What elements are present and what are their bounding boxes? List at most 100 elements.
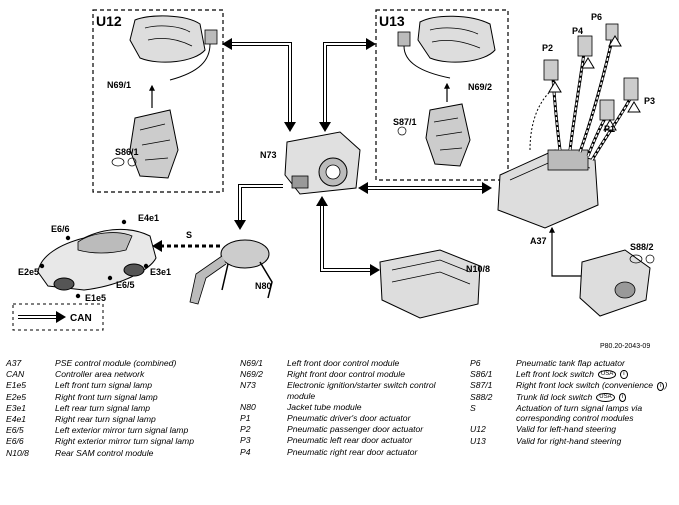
legend-description: Electronic ignition/starter switch contr… — [287, 380, 436, 401]
legend-description: Right front turn signal lamp — [55, 391, 158, 402]
n69-1-label: N69/1 — [107, 80, 131, 90]
legend-description: Right rear turn signal lamp — [55, 414, 156, 425]
n10-8-label: N10/8 — [466, 264, 490, 274]
legend-symbol-icon: USA — [596, 392, 615, 402]
legend-entry: E3e1 Left rear turn signal lamp — [6, 403, 221, 413]
legend-code: N69/2 — [240, 369, 263, 380]
pneumatic-lines — [529, 39, 634, 161]
legend-entry: N73 Electronic ignition/starter switch co… — [240, 380, 465, 400]
legend-description: Controller area network — [55, 369, 145, 380]
legend-description: Rear SAM control module — [55, 447, 154, 458]
legend-description: PSE control module (combined) — [55, 358, 177, 368]
legend-symbol-icon: i — [618, 392, 626, 402]
arrow-heads — [222, 38, 492, 276]
s86-1-label: S86/1 — [115, 147, 139, 157]
legend-symbol-icon: USA — [597, 370, 617, 380]
e4e1-label: E4e1 — [138, 213, 159, 223]
legend-description: Pneumatic left rear door actuator — [287, 435, 413, 446]
legend-description: Pneumatic driver's door actuator — [287, 413, 411, 424]
p2-label: P2 — [542, 43, 553, 53]
legend-description: Valid for left-hand steering — [516, 424, 616, 435]
e1e5-label: E1e5 — [85, 293, 106, 303]
legend-entry: E1e5 Left front turn signal lamp — [6, 380, 221, 390]
s-label: S — [186, 230, 192, 240]
n80-label: N80 — [255, 281, 272, 291]
legend-code: A37 — [6, 358, 22, 368]
legend-code: N73 — [240, 380, 256, 391]
right-front-door-module-drawing — [397, 15, 496, 79]
legend-code: P2 — [240, 424, 251, 435]
legend-code: E4e1 — [6, 414, 27, 425]
trunk-lid-switch-drawing — [579, 249, 651, 317]
u12-group: U12 N69/1 S86/1 — [92, 9, 224, 193]
lamp-markers — [39, 219, 149, 299]
legend-description: Right exterior mirror turn signal lamp — [55, 436, 194, 447]
right-front-lock-switch-drawing — [425, 103, 471, 167]
legend-description: Actuation of turn signal lamps via corre… — [516, 402, 643, 424]
legend-description: Pneumatic tank flap actuator — [516, 358, 625, 368]
s88-2-label: S88/2 — [630, 242, 654, 252]
u13-label: U13 — [379, 13, 405, 29]
legend-code: E3e1 — [6, 402, 27, 413]
e3e1-label: E3e1 — [150, 267, 171, 277]
system-diagram: U12 N69/1 S86/1 U13 N69/2 — [12, 9, 655, 331]
s87-1-label: S87/1 — [393, 117, 417, 127]
legend-code: U13 — [470, 435, 486, 446]
legend-code: S87/1 — [470, 380, 493, 391]
pse-control-module-drawing — [497, 149, 599, 229]
legend-description: Left front door control module — [287, 358, 400, 368]
legend-description: Right front door control module — [287, 369, 405, 380]
legend-code: S88/2 — [470, 391, 493, 402]
legend-code: CAN — [6, 369, 25, 380]
legend-code: N80 — [240, 401, 256, 412]
p6-label: P6 — [591, 12, 602, 22]
legend-entry: A37 PSE control module (combined) — [6, 358, 221, 368]
jacket-tube-module-drawing — [189, 239, 273, 305]
figure-id: P80.20-2043-09 — [600, 343, 651, 350]
actuator-triangles — [548, 35, 641, 131]
legend-code: E6/5 — [6, 425, 24, 436]
legend-description: Pneumatic passenger door actuator — [287, 424, 424, 435]
legend-code: P3 — [240, 435, 251, 446]
a37-label: A37 — [530, 236, 547, 246]
n73-label: N73 — [260, 150, 277, 160]
legend-code: U12 — [470, 424, 486, 435]
legend-code: E1e5 — [6, 380, 27, 391]
rear-sam-module-drawing — [379, 249, 481, 319]
ignition-module-drawing — [284, 131, 361, 195]
legend-entry: S87/1 Right front lock switch (convenienc… — [470, 380, 675, 391]
legend-symbol-icon: i — [657, 381, 665, 391]
e6-5-label: E6/5 — [116, 280, 135, 290]
p4-label: P4 — [572, 26, 583, 36]
p3-label: P3 — [644, 96, 655, 106]
legend-entry: N69/2 Right front door control module — [240, 369, 465, 379]
legend-symbol-icon: i — [620, 370, 628, 380]
legend-description: Left rear turn signal lamp — [55, 402, 151, 413]
legend-entry: U13 Valid for right-hand steering — [470, 436, 675, 446]
left-front-door-module-drawing — [129, 15, 218, 81]
can-legend-box: CAN — [12, 303, 104, 331]
legend-description: Left front turn signal lamp — [55, 380, 152, 391]
legend-description: Left exterior mirror turn signal lamp — [55, 425, 189, 436]
legend-code: S — [470, 402, 476, 413]
connection-arrows — [226, 42, 488, 272]
legend-description: Valid for right-hand steering — [516, 435, 622, 446]
legend-column-1: A37 PSE control module (combined) CAN Contr… — [6, 358, 221, 459]
u13-group: U13 N69/2 S87/1 — [375, 9, 509, 181]
legend-code: P4 — [240, 446, 251, 457]
legend-code: P1 — [240, 413, 251, 424]
legend-code: N10/8 — [6, 447, 29, 458]
e6-6-label: E6/6 — [51, 224, 70, 234]
